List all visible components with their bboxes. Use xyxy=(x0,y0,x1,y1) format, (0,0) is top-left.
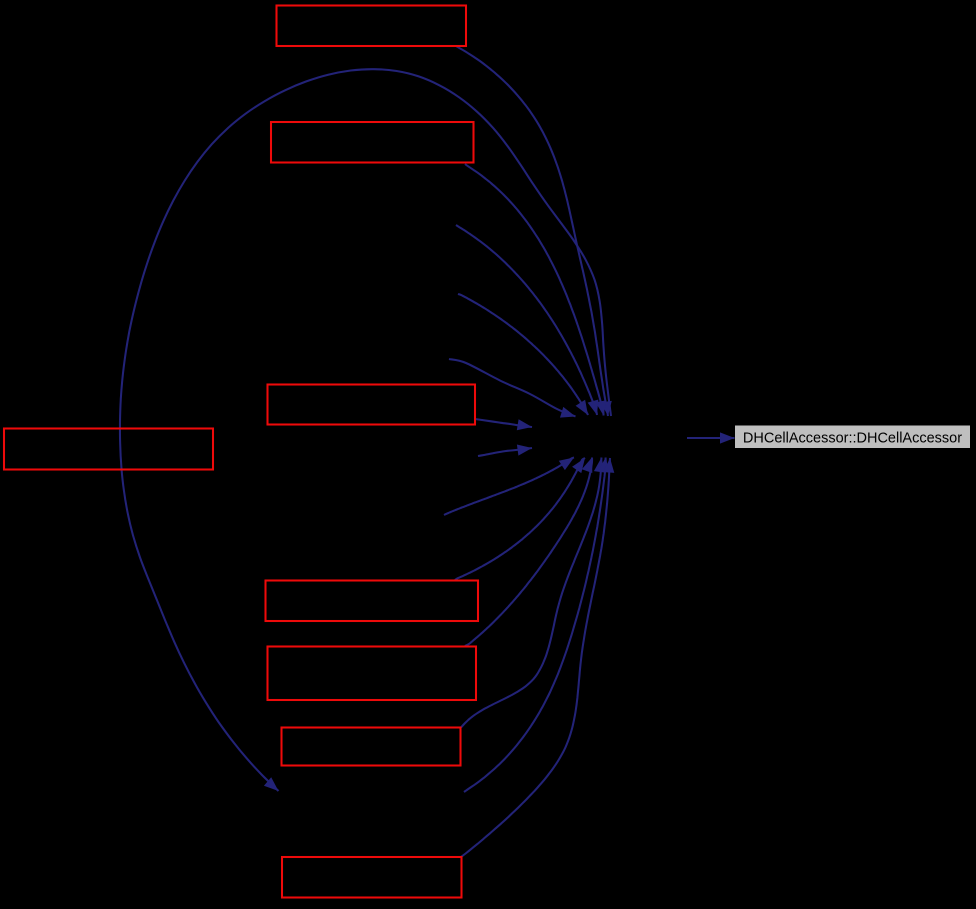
svg-text:DHCellAccessor::DHCellAccessor: DHCellAccessor::DHCellAccessor xyxy=(743,431,962,447)
